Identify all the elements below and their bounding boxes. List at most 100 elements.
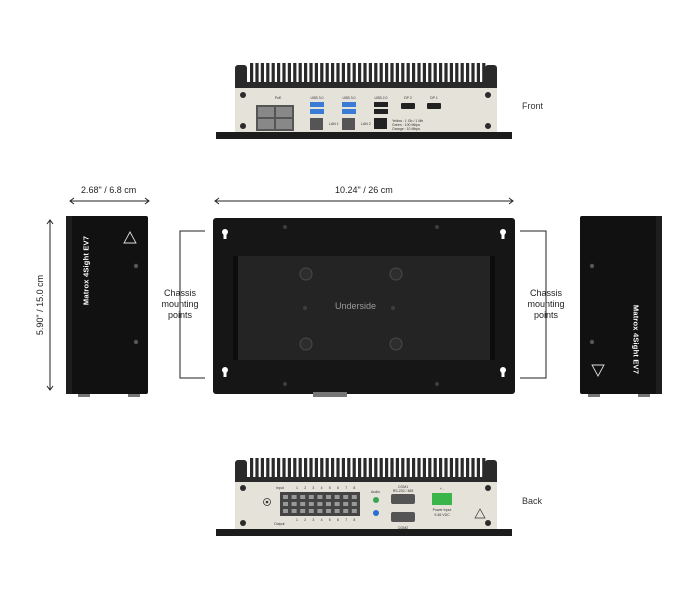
- underside-rail: [490, 256, 495, 360]
- front-screw: [240, 92, 246, 98]
- heatsink-fin: [298, 458, 302, 480]
- screw: [283, 382, 287, 386]
- right-side-view: [580, 216, 662, 397]
- side-screw: [589, 339, 595, 345]
- heatsink-fin: [476, 458, 480, 480]
- front-screw: [485, 92, 491, 98]
- heatsink-fin: [428, 63, 432, 85]
- ethernet-port: [276, 119, 292, 129]
- ethernet-port: [258, 107, 274, 117]
- com2-port: [391, 512, 415, 522]
- rubber-feet: [299, 267, 403, 351]
- side-foot: [78, 394, 90, 397]
- heatsink-fin: [449, 458, 453, 480]
- io-number: 7: [345, 486, 347, 490]
- io-pins: [283, 495, 357, 513]
- heatsink-post: [235, 65, 247, 87]
- usb3-label-1: USB 3.0: [310, 96, 323, 100]
- chassis-label-right: Chassis mounting points: [521, 288, 571, 321]
- power-polarity-label: + -: [440, 487, 445, 491]
- heatsink-fin: [428, 458, 432, 480]
- io-pin: [326, 502, 331, 506]
- heatsink-fin: [347, 458, 351, 480]
- power-button-center: [265, 500, 269, 504]
- arrow-head: [144, 197, 150, 205]
- heatsink-fin: [395, 63, 399, 85]
- power-input-label: Power Input: [433, 508, 452, 512]
- led-legend-2: Green : 100 Mbps: [392, 123, 420, 127]
- io-pin: [300, 509, 306, 513]
- power-rating-label: 9-36 VDC: [434, 513, 450, 517]
- poe-label: PoE: [275, 96, 282, 100]
- audio-jack-green: [373, 497, 379, 503]
- heatsink-fin: [331, 63, 335, 85]
- heatsink-fin: [260, 63, 264, 85]
- heatsink-fin: [266, 458, 270, 480]
- usb3-port: [342, 102, 356, 107]
- io-pin: [326, 495, 331, 499]
- usb3-port: [310, 109, 324, 114]
- heatsink-fin: [309, 458, 313, 480]
- side-foot: [638, 394, 650, 397]
- heatsink-fin: [417, 458, 421, 480]
- back-view: Input Output Audio COM1 RS-232 / 485 COM…: [216, 458, 512, 536]
- height-dimension-label: 5.90" / 15.0 cm: [35, 274, 45, 336]
- heatsink-fin: [320, 63, 324, 85]
- heatsink-fin: [255, 63, 259, 85]
- heatsink-fin: [255, 458, 259, 480]
- ethernet-port: [276, 107, 292, 117]
- heatsink-fin: [336, 458, 340, 480]
- heatsink-fin: [401, 63, 405, 85]
- heatsink-fin: [352, 458, 356, 480]
- usb2-port: [374, 118, 387, 129]
- lan2-label: LAN 2: [361, 122, 371, 126]
- heatsink-fin: [422, 458, 426, 480]
- heatsink-fin: [363, 458, 367, 480]
- front-heatsink-fins: [235, 63, 497, 87]
- arrow-head: [214, 197, 220, 205]
- heatsink-fin: [390, 63, 394, 85]
- io-number: 1: [296, 486, 298, 490]
- chassis-label-left: Chassis mounting points: [155, 288, 205, 321]
- heatsink-fin: [390, 458, 394, 480]
- underside-view: [213, 218, 515, 397]
- right-side-body: [580, 216, 658, 394]
- heatsink-post: [235, 460, 247, 482]
- heatsink-fin: [460, 458, 464, 480]
- heatsink-fin: [266, 63, 270, 85]
- screw: [283, 225, 287, 229]
- heatsink-fin: [250, 458, 254, 480]
- back-top-bar: [235, 477, 497, 484]
- front-base-flange: [216, 132, 512, 139]
- io-pin: [308, 502, 314, 506]
- keyhole-slot: [501, 232, 505, 239]
- lan-port: [342, 118, 355, 130]
- heatsink-fin: [412, 63, 416, 85]
- chassis-line-2: mounting: [527, 299, 565, 309]
- heatsink-fin: [331, 458, 335, 480]
- left-side-edge: [66, 216, 72, 394]
- usb3-label-2: USB 3.0: [342, 96, 355, 100]
- io-pin: [351, 509, 357, 513]
- arrow-head: [69, 197, 75, 205]
- io-pin: [343, 509, 349, 513]
- keyhole-slot: [501, 370, 505, 377]
- usb2-port: [374, 109, 388, 114]
- heatsink-fin: [439, 63, 443, 85]
- heatsink-fin: [293, 63, 297, 85]
- chassis-bracket-right: [520, 230, 547, 379]
- heatsink-fin: [282, 458, 286, 480]
- lan-port: [310, 118, 323, 130]
- dp1-label: DP 1: [430, 96, 438, 100]
- io-pin: [351, 502, 357, 506]
- io-pin: [283, 502, 288, 506]
- io-number: 2: [304, 518, 306, 522]
- side-foot: [588, 394, 600, 397]
- front-screw: [240, 123, 246, 129]
- com1-sub-label: RS-232 / 485: [393, 489, 414, 493]
- arrow-head: [46, 219, 54, 225]
- led-legend-3: Orange : 10 Mbps: [392, 127, 420, 131]
- heatsink-fin: [471, 458, 475, 480]
- front-view: PoE USB 3.0 USB 3.0 USB 2.0 DP 2 DP 1 LA…: [216, 63, 512, 139]
